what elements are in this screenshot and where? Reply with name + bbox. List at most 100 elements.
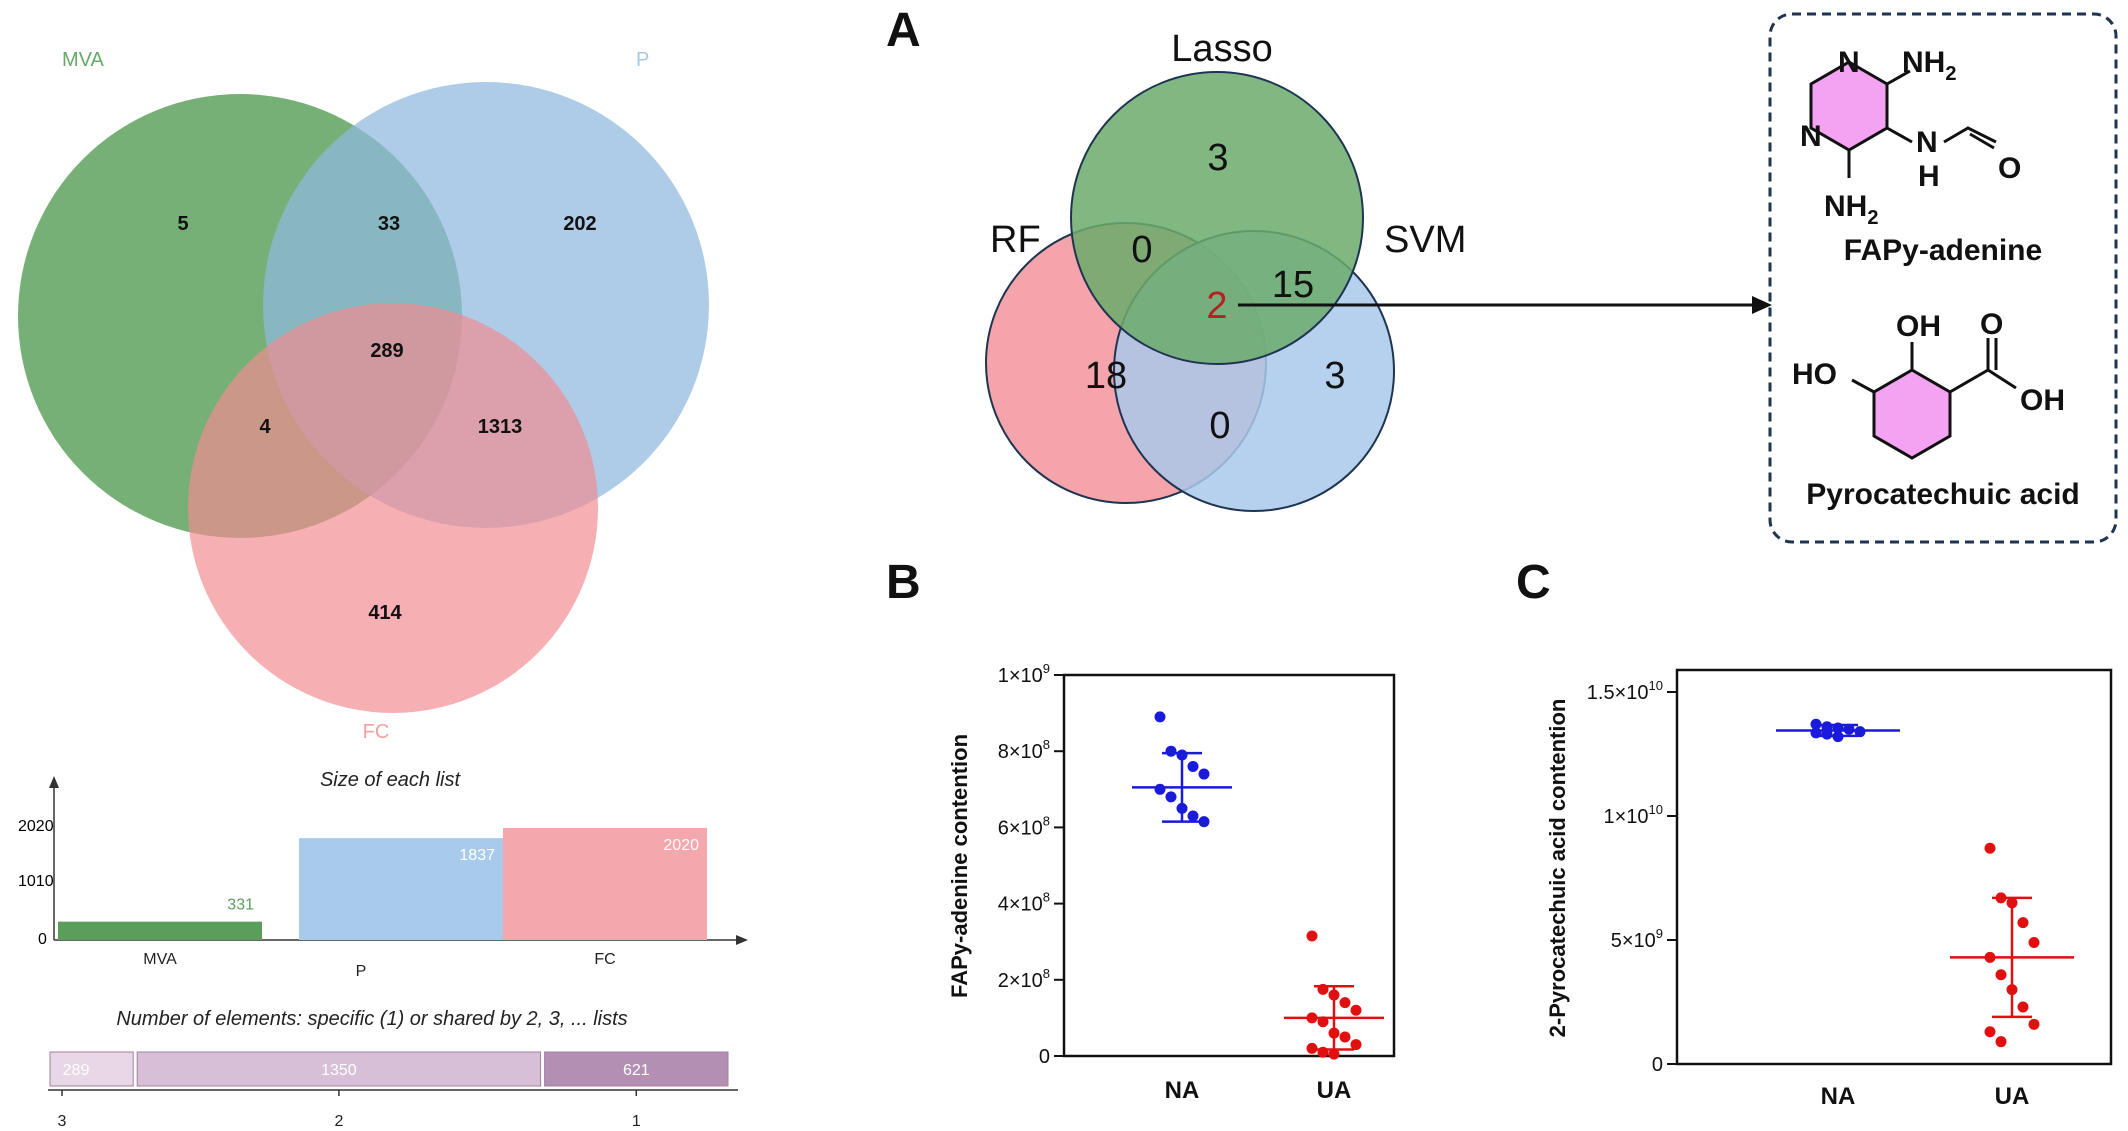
size-chart-y-tick-top: 2020: [18, 818, 54, 835]
size-chart-title: Size of each list: [320, 769, 462, 791]
panel-a-count-lasso-svm: 15: [1272, 264, 1314, 306]
panel-a-count-rf-only: 18: [1085, 355, 1127, 397]
panel-a-count-rf-svm: 0: [1209, 405, 1230, 447]
bond-cooh: [1949, 368, 1989, 394]
data-point-na: [1198, 768, 1210, 780]
venn-circle-fc: [188, 303, 598, 713]
size-bar-value-p: 1837: [459, 847, 495, 864]
panel-c-x-tick-na: NA: [1821, 1083, 1856, 1110]
panel-b-x-tick-ua: UA: [1317, 1077, 1352, 1104]
data-point-na: [1176, 749, 1188, 761]
size-bar-fc: [503, 828, 707, 940]
y-tick-label: 6×108: [998, 813, 1050, 839]
bond-nh-side: [1886, 126, 1913, 144]
atom-n-top: N: [1838, 46, 1860, 79]
venn-count-mva-fc: 4: [259, 416, 271, 438]
data-point-ua: [1995, 969, 2007, 981]
data-point-na: [1821, 728, 1833, 740]
panel-a-count-lasso-rf: 0: [1131, 229, 1152, 271]
atom-n-left: N: [1800, 120, 1822, 153]
data-point-ua: [1995, 892, 2007, 904]
bond-coh: [1987, 368, 2017, 390]
data-point-na: [1198, 816, 1210, 828]
arrow-head-icon: [1752, 296, 1772, 314]
compound-name-fapy: FAPy-adenine: [1844, 234, 2042, 267]
shared-segment-label-1: 1: [632, 1113, 641, 1130]
panel-a-count-lasso-only: 3: [1207, 137, 1228, 179]
venn-count-p-fc: 1313: [478, 416, 523, 438]
size-bar-value-fc: 2020: [663, 837, 699, 854]
panel-a-circle-lasso: [1070, 71, 1364, 365]
bond-formyl: [1943, 126, 1997, 144]
y-tick-label: 1×109: [998, 661, 1050, 687]
shared-segment-value-2: 1350: [321, 1062, 357, 1079]
pyrocatechuic-acid-structure: OH O HO OH Pyrocatechuic acid: [1792, 308, 2080, 511]
data-point-na: [1854, 726, 1866, 738]
left-venn: MVA P FC 5 33 202 289 4 1313 414: [18, 49, 709, 743]
y-tick-label: 8×108: [998, 737, 1050, 763]
shared-segment-value-1: 621: [623, 1062, 650, 1079]
x-axis-arrow-icon: [736, 935, 748, 945]
venn-count-mva-only: 5: [177, 213, 188, 235]
panel-a-label-svm: SVM: [1384, 219, 1466, 261]
data-point-ua: [1306, 1042, 1318, 1054]
bond-formyl-double: [1969, 132, 1995, 150]
data-point-ua: [1995, 1036, 2007, 1048]
shared-bar-chart: Number of elements: specific (1) or shar…: [48, 1008, 738, 1130]
bond-nh2-top: [1886, 69, 1911, 86]
atom-h-amide: H: [1918, 160, 1940, 193]
panel-a-label-rf: RF: [990, 219, 1041, 261]
size-bar-label-p: P: [356, 963, 367, 980]
venn-count-fc-only: 414: [368, 602, 402, 624]
data-point-na: [1187, 810, 1199, 822]
data-point-na: [1176, 802, 1188, 814]
fapy-adenine-structure: N N NH2 N H O NH2 FAPy-adenine: [1800, 46, 2042, 267]
atom-oh-top: OH: [1896, 310, 1941, 343]
venn-label-mva: MVA: [62, 49, 105, 71]
panel-c-points: [1776, 718, 2074, 1048]
benzene-ring-icon: [1872, 368, 1952, 460]
panel-b-plot-area: [1062, 673, 1396, 1058]
panel-c-letter: C: [1516, 556, 1551, 609]
compound-box: [1768, 12, 2118, 544]
size-bar-mva: [58, 921, 262, 940]
size-bar-p: [299, 838, 503, 940]
data-point-na: [1165, 791, 1177, 803]
panel-b-x-tick-na: NA: [1165, 1077, 1200, 1104]
panel-a-letter: A: [886, 4, 921, 57]
panel-a-count-svm-only: 3: [1324, 355, 1345, 397]
y-axis-arrow-icon: [49, 776, 59, 788]
y-tick-label: 0: [1652, 1054, 1663, 1076]
panel-b-y-label: FAPy-adenine contention: [947, 734, 972, 998]
y-tick-label: 1.5×1010: [1587, 678, 1663, 704]
panel-c: C 2-Pyrocatechuic acid contention 1.5×10…: [1516, 556, 2113, 1110]
panel-b-points: [1132, 711, 1384, 1060]
data-point-ua: [1328, 1048, 1340, 1060]
data-point-na: [1832, 722, 1844, 734]
data-point-ua: [1339, 1031, 1351, 1043]
size-chart: Size of each list 2020 1010 0 331MVA1837…: [18, 769, 748, 980]
shared-bar-title: Number of elements: specific (1) or shar…: [116, 1008, 627, 1030]
atom-o-carbonyl: O: [1980, 308, 2003, 341]
data-point-na: [1843, 723, 1855, 735]
panel-c-plot-area: [1675, 668, 2113, 1066]
atom-n-amide: N: [1916, 126, 1938, 159]
data-point-ua: [2017, 1001, 2029, 1013]
data-point-ua: [2006, 984, 2018, 996]
data-point-na: [1832, 731, 1844, 743]
shared-segment-1: [544, 1051, 729, 1087]
y-tick-label: 4×108: [998, 890, 1050, 916]
panel-a-count-all: 2: [1206, 285, 1227, 327]
atom-nh2-top: NH2: [1902, 46, 1956, 85]
shared-segment-label-2: 2: [334, 1113, 343, 1130]
data-point-ua: [1328, 1027, 1340, 1039]
panel-a: A Lasso RF SVM 3 0 2 15 18 3 0 N N NH2 N: [886, 4, 2118, 544]
data-point-na: [1154, 711, 1166, 723]
bond-ho-left: [1851, 378, 1875, 394]
atom-o-formyl: O: [1998, 152, 2021, 185]
